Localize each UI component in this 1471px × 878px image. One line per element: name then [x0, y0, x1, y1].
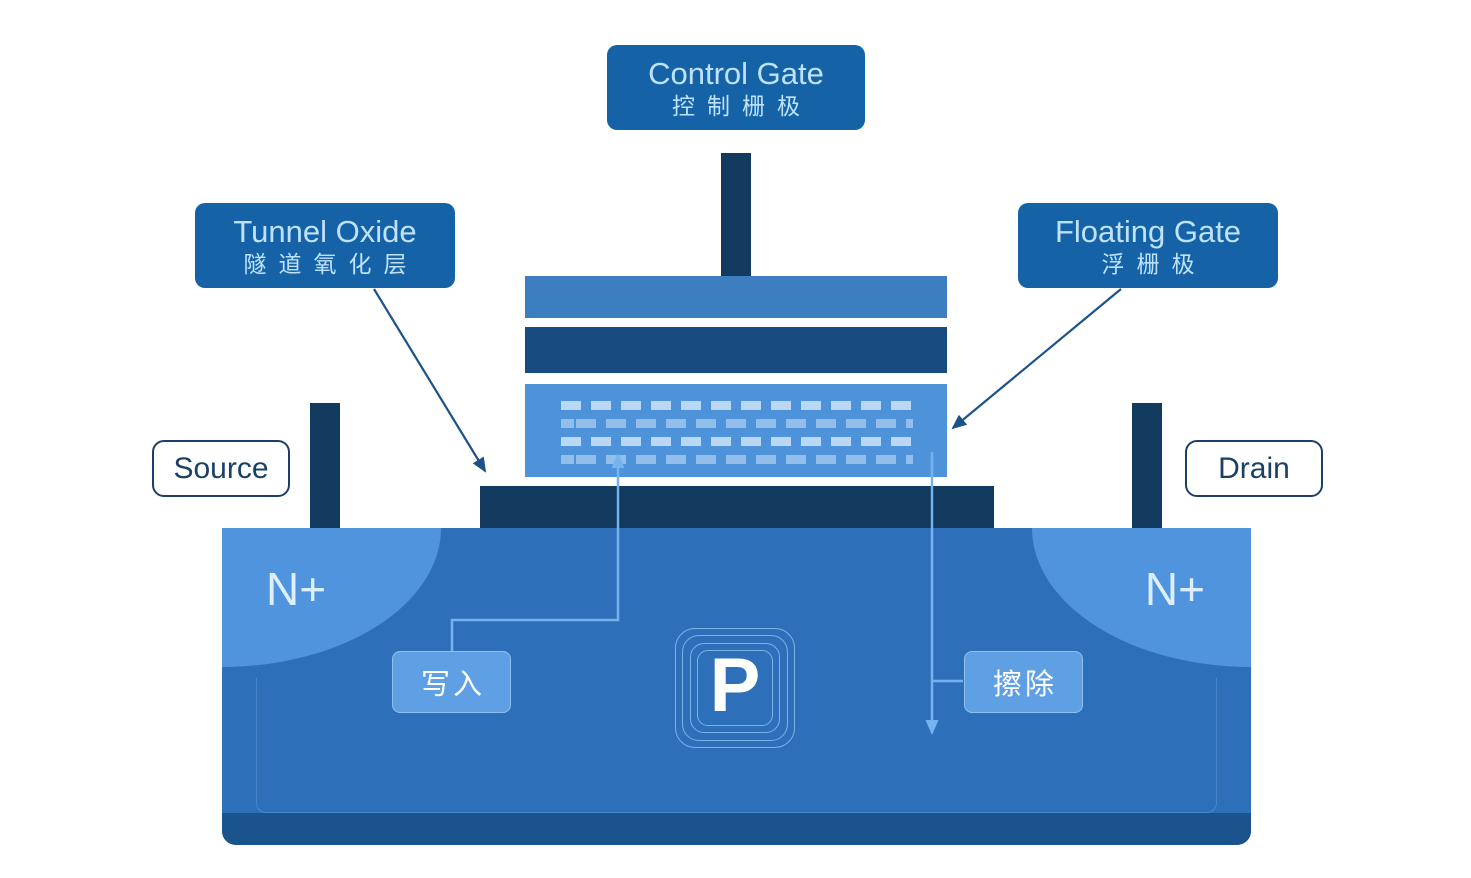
substrate-bottom-strip	[222, 813, 1251, 845]
control-gate-callout-en: Control Gate	[648, 55, 824, 91]
drain-label-text: Drain	[1218, 451, 1290, 485]
drain-contact-bar	[1132, 403, 1162, 529]
erase-action-box: 擦除	[964, 651, 1083, 713]
n-plus-label-left: N+	[266, 563, 327, 615]
floating-gate-pointer-arrow	[951, 288, 1122, 430]
tunnel-oxide-callout-en: Tunnel Oxide	[233, 213, 417, 249]
control-gate-callout: Control Gate 控制栅极	[607, 45, 865, 130]
n-plus-label-right: N+	[1144, 563, 1205, 615]
tunnel-oxide-layer	[480, 486, 994, 528]
source-contact-bar	[310, 403, 340, 529]
p-icon-ring	[690, 643, 780, 733]
n-plus-region-left	[222, 528, 441, 667]
floating-gate-callout: Floating Gate 浮栅极	[1018, 203, 1278, 288]
source-label: Source	[152, 440, 290, 497]
tunnel-oxide-callout: Tunnel Oxide 隧道氧化层	[195, 203, 455, 288]
control-gate-layer	[525, 276, 947, 318]
n-plus-region-right	[1032, 528, 1251, 667]
charge-dash-row	[561, 401, 913, 410]
charge-dash-row	[561, 437, 913, 446]
p-substrate-label: P	[709, 642, 761, 728]
drain-label: Drain	[1185, 440, 1323, 497]
p-icon-ring	[675, 628, 795, 748]
p-substrate-icon: P	[675, 628, 795, 748]
source-label-text: Source	[173, 451, 269, 485]
floating-gate-callout-zh: 浮栅极	[1101, 250, 1207, 277]
write-action-text: 写入	[420, 669, 485, 701]
charge-dash-row	[561, 455, 913, 464]
charge-dash-row	[561, 419, 913, 428]
floating-gate-layer	[525, 384, 947, 477]
inter-gate-dielectric-layer	[525, 327, 947, 373]
tunnel-oxide-pointer-arrow	[373, 288, 487, 473]
tunnel-oxide-callout-zh: 隧道氧化层	[243, 250, 419, 277]
erase-action-text: 擦除	[992, 669, 1057, 701]
p-icon-ring	[697, 650, 773, 726]
control-gate-contact-bar	[721, 153, 751, 277]
substrate-inner-outline	[256, 678, 1217, 813]
floating-gate-callout-en: Floating Gate	[1054, 213, 1242, 249]
write-action-box: 写入	[392, 651, 511, 713]
p-icon-ring	[682, 635, 788, 741]
control-gate-callout-zh: 控制栅极	[672, 92, 812, 119]
